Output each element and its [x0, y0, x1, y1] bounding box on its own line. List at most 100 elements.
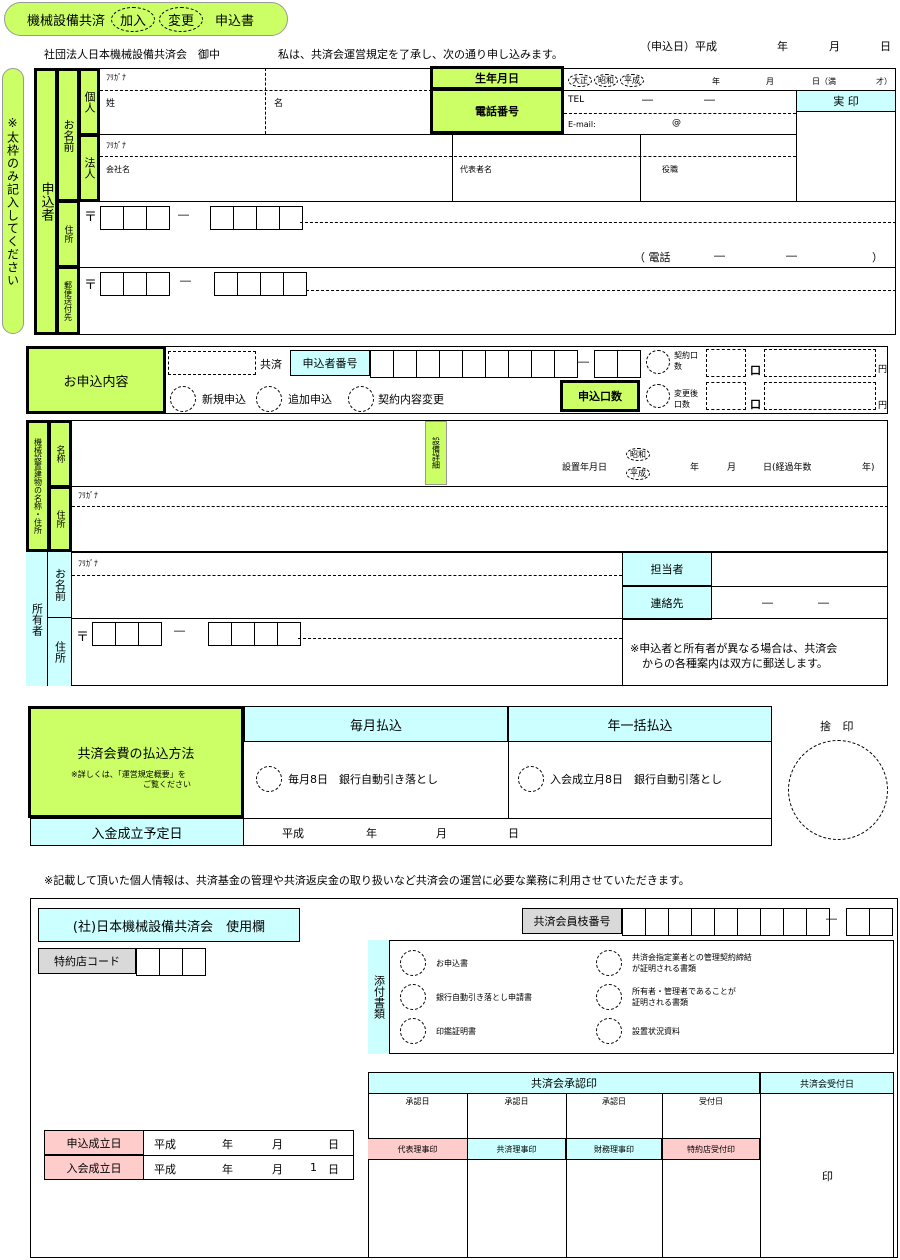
contract-amount-input[interactable] [764, 349, 876, 377]
additional-application-option[interactable]: 追加申込 [256, 386, 332, 412]
monthly-payment-radio-icon[interactable] [256, 766, 282, 792]
owner-address-line [298, 638, 622, 639]
attachment-installation-status[interactable]: 設置状況資料 [596, 1018, 680, 1044]
birth-row-line [564, 90, 896, 91]
person-in-charge-label: 担当者 [622, 552, 712, 586]
tel-dash-2: ― [704, 93, 715, 106]
applicant-number-suffix[interactable] [594, 350, 641, 378]
postal-dash-1: ― [178, 208, 189, 221]
attachment-management-contract-check-icon[interactable] [596, 950, 622, 976]
mail-postal-code-2[interactable] [214, 272, 307, 296]
established-month-2: 月 [272, 1163, 283, 1176]
building-label: 機械設置建物の名称・住所 [26, 420, 50, 552]
mail-postal-code-1[interactable] [100, 272, 170, 296]
birth-month-label: 月 [766, 77, 774, 86]
building-name-input[interactable] [74, 422, 422, 484]
install-month-label: 月 [727, 463, 737, 473]
owner-name-input[interactable] [74, 578, 620, 616]
attachment-bank-debit-check-icon[interactable] [400, 984, 426, 1010]
install-era-showa[interactable]: 昭和 [626, 448, 650, 461]
after-change-unit-label: 口 [750, 398, 761, 411]
monthly-payment-header: 毎月払込 [244, 706, 508, 742]
deposit-day: 日 [508, 827, 519, 840]
approval-seal-header: 共済会承認印 [368, 1072, 760, 1094]
member-number-suffix[interactable] [846, 908, 893, 936]
additional-application-radio-icon[interactable] [256, 386, 282, 412]
postal-code-1[interactable] [100, 206, 170, 230]
address-phone-dash-1: ― [714, 249, 725, 262]
receipt-date-header: 共済会受付日 [760, 1072, 894, 1094]
attachment-ownership-proof[interactable]: 所有者・管理者であることが証明される書類 [596, 984, 736, 1010]
building-address-line [72, 506, 888, 507]
applicant-label: 申込者 [34, 68, 58, 335]
contract-change-radio-icon[interactable] [348, 386, 374, 412]
attachment-seal-certificate-check-icon[interactable] [400, 1018, 426, 1044]
form-title-banner: 機械設備共済 加入 変更 申込書 [4, 2, 288, 36]
owner-postal-code-2[interactable] [208, 622, 301, 646]
individual-label: 個人 [78, 68, 100, 136]
contact-row-line [712, 586, 888, 587]
after-change-units-input[interactable] [706, 382, 746, 410]
office-use-title: (社)日本機械設備共済会 使用欄 [38, 908, 300, 942]
annual-payment-option[interactable]: 入会成立月8日 銀行自動引落とし [518, 766, 722, 792]
mail-address-label: 郵便送付先 [56, 266, 80, 335]
phone-number-label: 電話番号 [430, 88, 564, 134]
owner-label: 所有者 [26, 552, 48, 686]
approval-date-3: 承認日 [602, 1097, 626, 1106]
contract-change-option[interactable]: 契約内容変更 [348, 386, 444, 412]
corp-div-2 [640, 134, 641, 202]
era-options[interactable]: 大正 昭和 平成 [568, 74, 644, 87]
annual-payment-radio-icon[interactable] [518, 766, 544, 792]
title-prefix: 機械設備共済 [27, 13, 106, 29]
after-change-units-radio-icon[interactable] [646, 384, 670, 408]
monthly-payment-option[interactable]: 毎月8日 銀行自動引き落とし [256, 766, 438, 792]
address-row-top [80, 201, 896, 202]
applicant-number-boxes[interactable] [370, 350, 578, 378]
era-showa[interactable]: 昭和 [594, 74, 618, 87]
install-era-heisei[interactable]: 平成 [626, 467, 650, 480]
attachment-ownership-proof-check-icon[interactable] [596, 984, 622, 1010]
person-in-charge-input[interactable] [712, 553, 886, 585]
attachment-application[interactable]: お申込書 [400, 950, 468, 976]
era-taisho[interactable]: 大正 [568, 74, 592, 87]
email-input[interactable] [604, 116, 794, 132]
given-name-input[interactable] [268, 92, 430, 132]
contract-units-radio-icon[interactable] [646, 350, 670, 374]
member-branch-number-boxes[interactable] [622, 908, 830, 936]
established-year-1: 年 [222, 1138, 233, 1151]
discard-seal-circle[interactable] [788, 740, 888, 840]
era-heisei[interactable]: 平成 [620, 74, 644, 87]
agent-code-boxes[interactable] [136, 948, 206, 976]
attachment-seal-certificate[interactable]: 印鑑証明書 [400, 1018, 476, 1044]
building-address-label: 住所 [48, 486, 72, 552]
contract-yen-label: 円 [878, 365, 888, 375]
established-day-num-2: 1 [310, 1161, 317, 1174]
new-application-radio-icon[interactable] [170, 386, 196, 412]
attachment-application-check-icon[interactable] [400, 950, 426, 976]
established-row-line [144, 1155, 354, 1156]
install-era-options[interactable]: 昭和 平成 [626, 448, 650, 480]
after-change-amount-input[interactable] [764, 382, 876, 410]
email-at: @ [672, 118, 681, 128]
building-address-input[interactable] [74, 510, 886, 550]
attachment-management-contract[interactable]: 共済会指定業者との管理契約締結が証明される書類 [596, 950, 752, 976]
join-option[interactable]: 加入 [111, 6, 156, 32]
new-application-option[interactable]: 新規申込 [170, 386, 246, 412]
contract-units-input[interactable] [706, 349, 746, 377]
applicant-address-label: 住所 [56, 200, 80, 268]
owner-postal-code-1[interactable] [92, 622, 162, 646]
attachment-installation-status-check-icon[interactable] [596, 1018, 622, 1044]
change-option[interactable]: 変更 [159, 6, 204, 32]
applicant-address-input[interactable] [300, 226, 896, 246]
kyosai-type-input[interactable] [168, 351, 256, 375]
equipment-details-label: 設備詳細 [425, 421, 447, 485]
building-row-line [72, 486, 888, 487]
established-month-1: 月 [272, 1138, 283, 1151]
surname-input[interactable] [100, 92, 264, 132]
established-day-2: 日 [328, 1163, 339, 1176]
postal-code-2[interactable] [210, 206, 303, 230]
owner-note-line2: からの各種案内は双方に郵送します。 [642, 657, 828, 670]
sei-mei-divider [265, 68, 266, 134]
attachment-bank-debit[interactable]: 銀行自動引き落とし申請書 [400, 984, 532, 1010]
birth-day-label: 日（満 [812, 77, 836, 86]
